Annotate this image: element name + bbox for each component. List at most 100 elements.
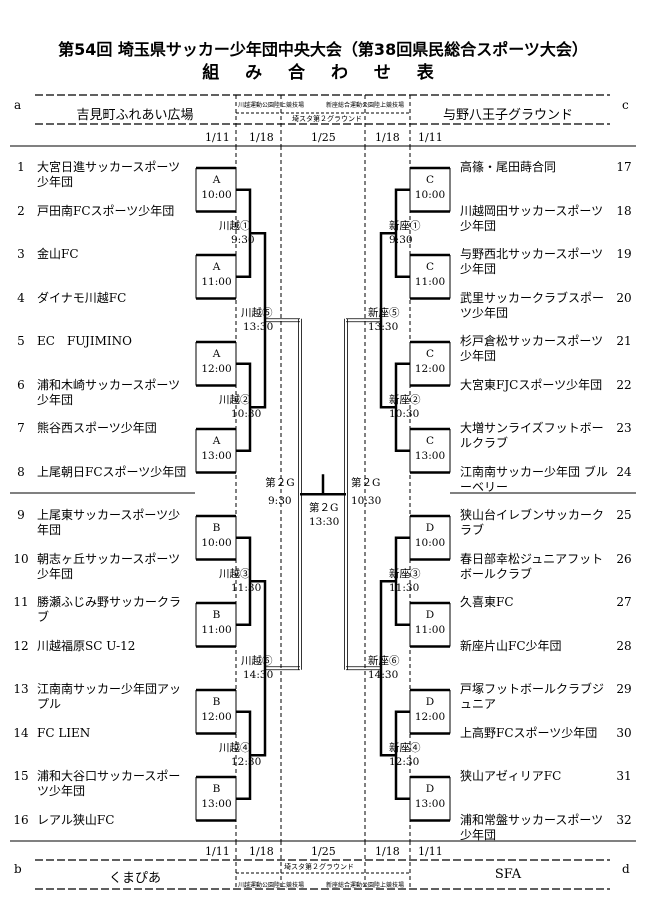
match-time: 12:00 bbox=[414, 710, 446, 723]
team-name: EC FUJIMINO bbox=[37, 334, 132, 348]
team-name: ダイナモ川越FC bbox=[37, 290, 127, 305]
team-name: 熊谷西スポーツ少年団 bbox=[37, 421, 157, 435]
team-number: 16 bbox=[13, 812, 29, 827]
team-name: 上高野FCスポーツ少年団 bbox=[460, 725, 598, 740]
semi-left-time: 9:30 bbox=[268, 495, 292, 507]
match-time: 11:00 bbox=[414, 623, 446, 636]
match-time: 12:00 bbox=[201, 362, 232, 375]
match-venue: C bbox=[425, 260, 435, 273]
r2-label: 新座② bbox=[389, 394, 421, 407]
team-name: 勝瀬ふじみ野サッカークラブ bbox=[37, 595, 182, 624]
corner-d: d bbox=[622, 862, 630, 876]
date-bottom-5: 1/11 bbox=[418, 845, 443, 858]
team-name: 杉戸倉松サッカースポーツ少年団 bbox=[460, 334, 604, 363]
team-number: 31 bbox=[616, 769, 632, 783]
team-name: 上尾朝日FCスポーツ少年団 bbox=[37, 464, 187, 479]
corner-a: a bbox=[14, 98, 22, 112]
match-time: 10:00 bbox=[414, 188, 446, 201]
team-name: 川越福原SC U-12 bbox=[37, 638, 136, 653]
team-name: 大増サンライズフットボールクラブ bbox=[460, 421, 604, 450]
date-top-3: 1/25 bbox=[311, 131, 336, 144]
team-number: 26 bbox=[616, 551, 632, 566]
team-number: 28 bbox=[616, 638, 632, 653]
match-time: 10:00 bbox=[201, 536, 232, 549]
team-name: 浦和木崎サッカースポーツ少年団 bbox=[37, 377, 181, 407]
team-number: 14 bbox=[13, 725, 29, 740]
team-name: 大宮東FJCスポーツ少年団 bbox=[460, 377, 603, 392]
match-time: 13:00 bbox=[201, 797, 232, 810]
match-venue: C bbox=[425, 434, 435, 447]
team-number: 27 bbox=[616, 595, 632, 609]
match-time: 10:00 bbox=[414, 536, 446, 549]
date-top-2: 1/18 bbox=[249, 131, 274, 144]
r2-time: 10:30 bbox=[231, 408, 262, 421]
match-venue: D bbox=[425, 695, 435, 708]
date-bottom-4: 1/18 bbox=[375, 845, 400, 858]
r2-time: 12:30 bbox=[389, 756, 420, 769]
match-venue: D bbox=[425, 782, 435, 795]
match-time: 11:00 bbox=[201, 623, 232, 636]
bottom-small-left: 川越運動公園陸上競技場 bbox=[238, 882, 305, 889]
date-top-5: 1/11 bbox=[418, 131, 443, 144]
team-name: 与野西北サッカースポーツ少年団 bbox=[460, 247, 604, 276]
match-time: 10:00 bbox=[201, 188, 232, 201]
team-name: 狭山台イレブンサッカークラブ bbox=[460, 508, 605, 537]
r3-time: 14:30 bbox=[243, 669, 274, 682]
match-venue: A bbox=[212, 260, 221, 273]
date-top-1: 1/11 bbox=[205, 131, 230, 144]
team-name: 上尾東サッカースポーツ少年団 bbox=[37, 508, 181, 537]
r2-label: 川越② bbox=[219, 394, 251, 407]
r2-label: 川越① bbox=[219, 220, 251, 233]
team-number: 6 bbox=[17, 377, 25, 392]
team-name: 武里サッカークラブスポーツ少年団 bbox=[460, 290, 605, 320]
r2-label: 新座① bbox=[389, 220, 421, 233]
team-number: 9 bbox=[17, 508, 25, 522]
final-time: 13:30 bbox=[309, 516, 340, 528]
team-number: 29 bbox=[616, 682, 632, 696]
venue-c: 与野八王子グラウンド bbox=[442, 108, 573, 123]
team-number: 1 bbox=[17, 160, 25, 174]
corner-b: b bbox=[14, 862, 22, 876]
semi-left-label: 第２G bbox=[265, 477, 295, 489]
team-name: 大宮日進サッカースポーツ少年団 bbox=[37, 160, 181, 189]
r2-label: 川越④ bbox=[219, 742, 251, 755]
team-name: 春日部幸松ジュニアフットボールクラブ bbox=[460, 551, 604, 581]
r3-label: 川越⑥ bbox=[241, 655, 273, 668]
r3-label: 新座⑥ bbox=[368, 655, 400, 668]
page-title: 第54回 埼玉県サッカー少年団中央大会（第38回県民総合スポーツ大会） bbox=[58, 40, 588, 59]
team-number: 22 bbox=[616, 377, 632, 392]
team-name: 久喜東FC bbox=[460, 595, 514, 609]
team-number: 11 bbox=[13, 595, 29, 609]
r2-label: 新座④ bbox=[389, 742, 421, 755]
team-name: 朝志ヶ丘サッカースポーツ少年団 bbox=[37, 551, 181, 581]
team-number: 19 bbox=[616, 247, 632, 261]
match-time: 11:00 bbox=[201, 275, 232, 288]
date-bottom-2: 1/18 bbox=[249, 845, 274, 858]
semi-right-label: 第２G bbox=[351, 477, 381, 489]
match-venue: A bbox=[212, 434, 221, 447]
team-number: 20 bbox=[616, 290, 632, 305]
page-subtitle: 組 み 合 わ せ 表 bbox=[202, 63, 444, 83]
match-venue: C bbox=[425, 173, 435, 186]
match-time: 11:00 bbox=[414, 275, 446, 288]
team-number: 17 bbox=[616, 160, 632, 174]
match-time: 12:00 bbox=[201, 710, 232, 723]
r2-time: 10:30 bbox=[389, 408, 420, 421]
top-center-venue: 埼スタ第２グラウンド bbox=[292, 115, 362, 123]
match-venue: A bbox=[212, 347, 221, 360]
team-number: 7 bbox=[17, 421, 25, 435]
venue-a: 吉見町ふれあい広場 bbox=[76, 108, 194, 123]
team-number: 30 bbox=[616, 725, 632, 740]
date-top-4: 1/18 bbox=[375, 131, 400, 144]
match-venue: D bbox=[425, 521, 435, 534]
match-venue: A bbox=[212, 173, 221, 186]
team-name: レアル狭山FC bbox=[37, 812, 115, 827]
r2-time: 12:30 bbox=[231, 756, 262, 769]
match-time: 13:00 bbox=[201, 449, 232, 462]
match-time: 12:00 bbox=[414, 362, 446, 375]
top-small-left: 川越運動公園陸上競技場 bbox=[238, 102, 305, 109]
team-name: 高篠・尾田蒔合同 bbox=[460, 160, 557, 174]
team-name: 浦和大谷口サッカースポーツ少年団 bbox=[37, 769, 181, 798]
team-number: 23 bbox=[616, 421, 632, 435]
team-number: 21 bbox=[616, 334, 632, 348]
